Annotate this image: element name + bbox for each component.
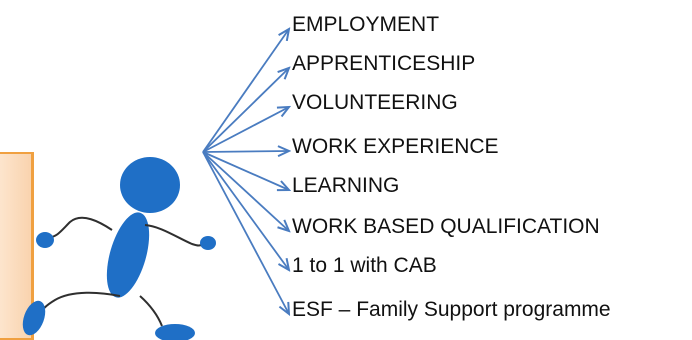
outcome-label-esf-family-support: ESF – Family Support programme: [292, 298, 611, 321]
outcome-label-volunteering: VOLUNTEERING: [292, 91, 458, 114]
side-panel-box: [0, 152, 34, 340]
arrow-icon: [202, 151, 289, 314]
arrow-icon: [202, 151, 289, 231]
outcome-label-apprenticeship: APPRENTICESHIP: [292, 52, 476, 75]
outcome-label-learning: LEARNING: [292, 174, 400, 197]
arrow-icon: [202, 151, 289, 152]
running-person-icon: [22, 157, 216, 340]
outcome-label-employment: EMPLOYMENT: [292, 13, 440, 36]
arrow-icon: [202, 68, 289, 153]
outcome-label-work-experience: WORK EXPERIENCE: [292, 135, 499, 158]
outcome-label-work-based-qualification: WORK BASED QUALIFICATION: [292, 215, 600, 238]
arrow-icon: [202, 151, 289, 190]
arrow-icon: [202, 151, 289, 270]
arrow-group: [202, 29, 289, 314]
arrow-icon: [202, 107, 289, 153]
arrow-icon: [202, 29, 289, 153]
outcome-label-1-to-1-with-cab: 1 to 1 with CAB: [292, 254, 437, 277]
